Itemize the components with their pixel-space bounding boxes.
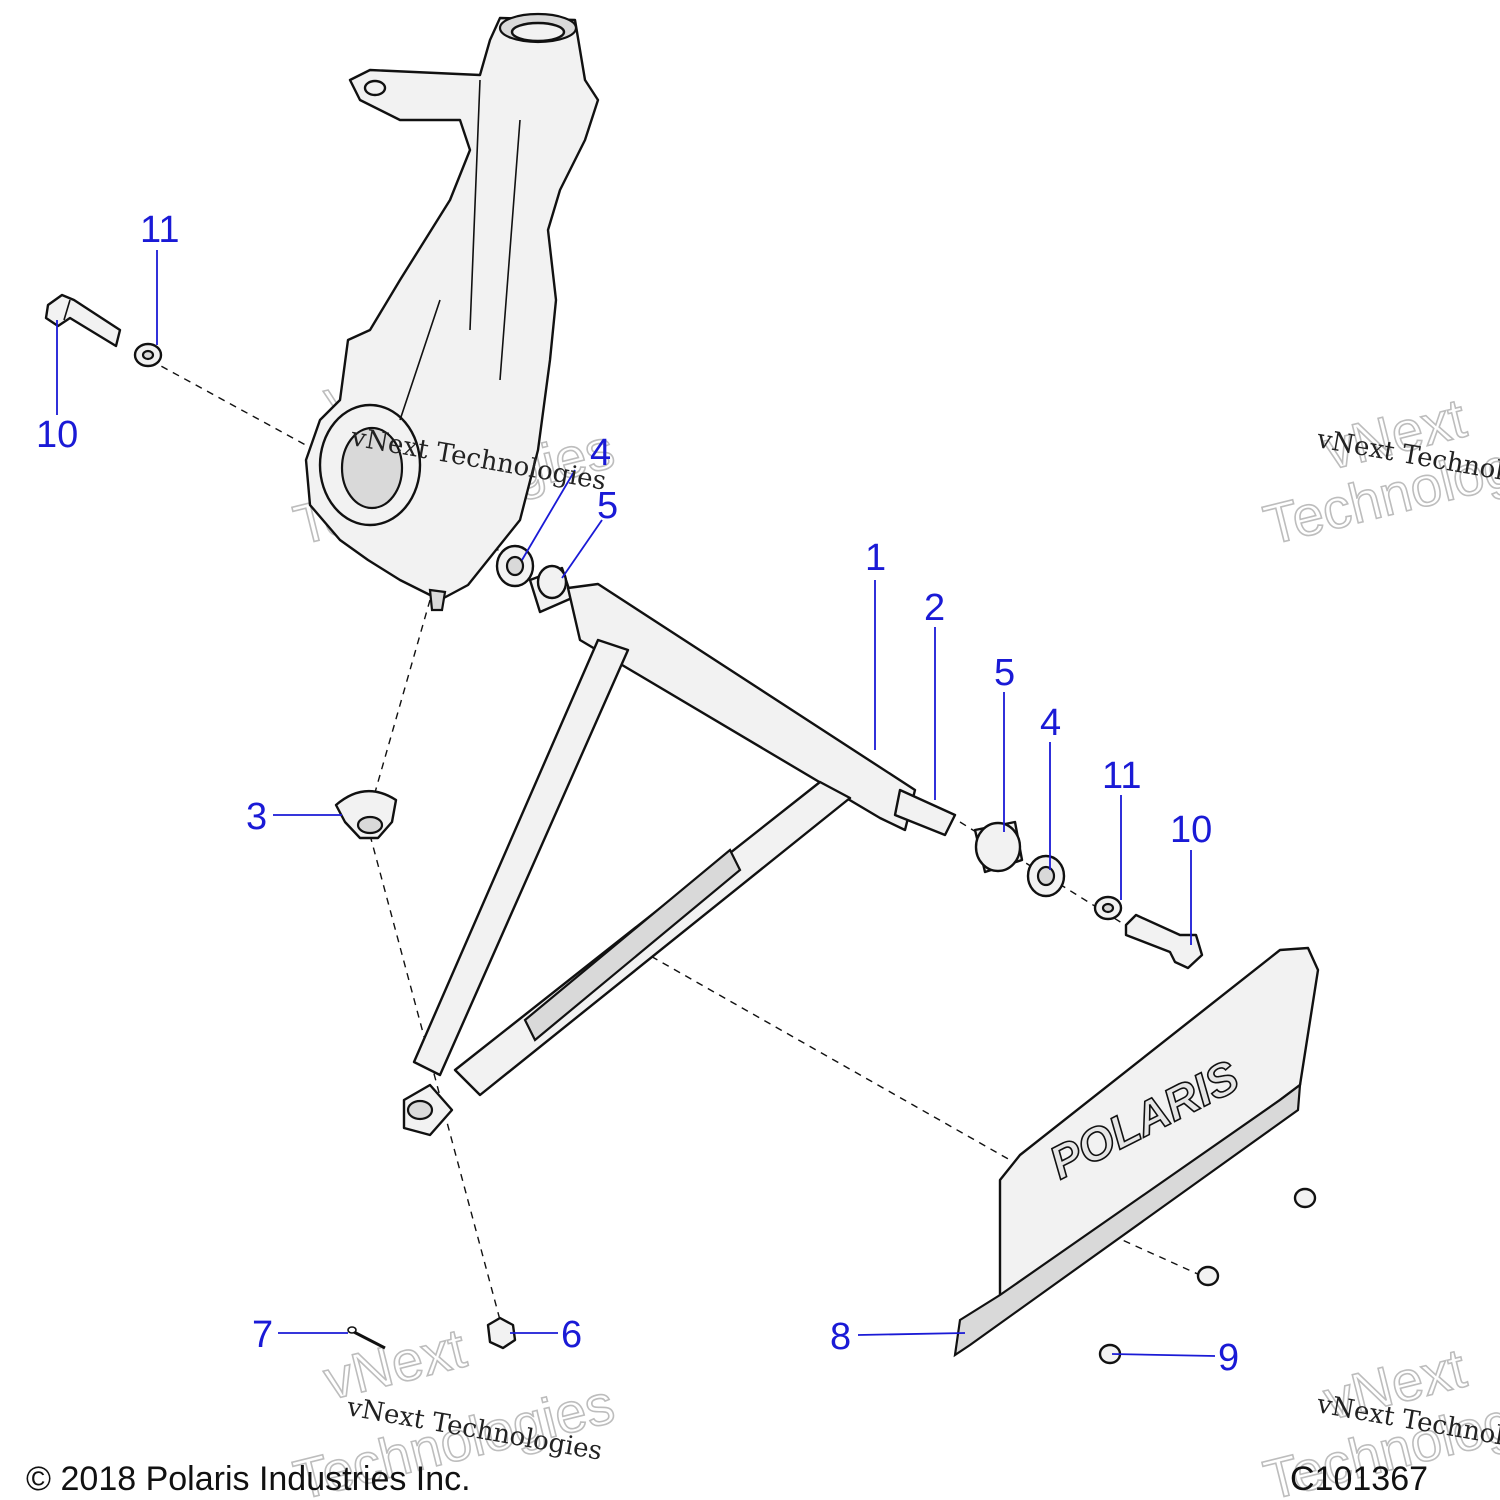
bushing-right [1026, 854, 1066, 898]
callout-7: 7 [252, 1314, 273, 1356]
diagram-id: C101367 [1290, 1460, 1428, 1498]
callout-5-right: 5 [994, 652, 1015, 694]
leader-lines [56, 250, 1216, 1357]
spacer-right [973, 820, 1024, 874]
washer-upper-left [133, 342, 163, 368]
callout-9: 9 [1218, 1337, 1239, 1379]
callouts: 10 11 4 5 1 2 5 4 11 10 3 7 6 8 9 [36, 209, 1239, 1379]
callout-4-right: 4 [1040, 702, 1061, 744]
bolt-upper-left [44, 293, 122, 348]
skid-plate: POLARIS [953, 946, 1320, 1358]
callout-2: 2 [924, 587, 945, 629]
callout-4-upper: 4 [590, 432, 611, 474]
castle-nut [486, 1316, 517, 1350]
steering-knuckle [304, 12, 600, 612]
callout-10-right: 10 [1170, 809, 1212, 851]
callout-6: 6 [561, 1314, 582, 1356]
callout-10-left: 10 [36, 414, 78, 456]
ball-joint-cap [334, 789, 398, 840]
a-arm [402, 582, 957, 1137]
callout-8: 8 [830, 1316, 851, 1358]
callout-3: 3 [246, 796, 267, 838]
callout-5-upper: 5 [597, 485, 618, 527]
copyright-notice: © 2018 Polaris Industries Inc. [26, 1460, 471, 1498]
spacer-upper [528, 564, 574, 614]
watermark-large-5: vNext [318, 1316, 473, 1412]
washer-right [1093, 895, 1123, 921]
callout-11-left: 11 [140, 209, 179, 251]
cotter-pin [347, 1326, 386, 1350]
bolt-right [1124, 913, 1204, 970]
callout-1: 1 [865, 537, 886, 579]
callout-11-right: 11 [1102, 755, 1141, 797]
